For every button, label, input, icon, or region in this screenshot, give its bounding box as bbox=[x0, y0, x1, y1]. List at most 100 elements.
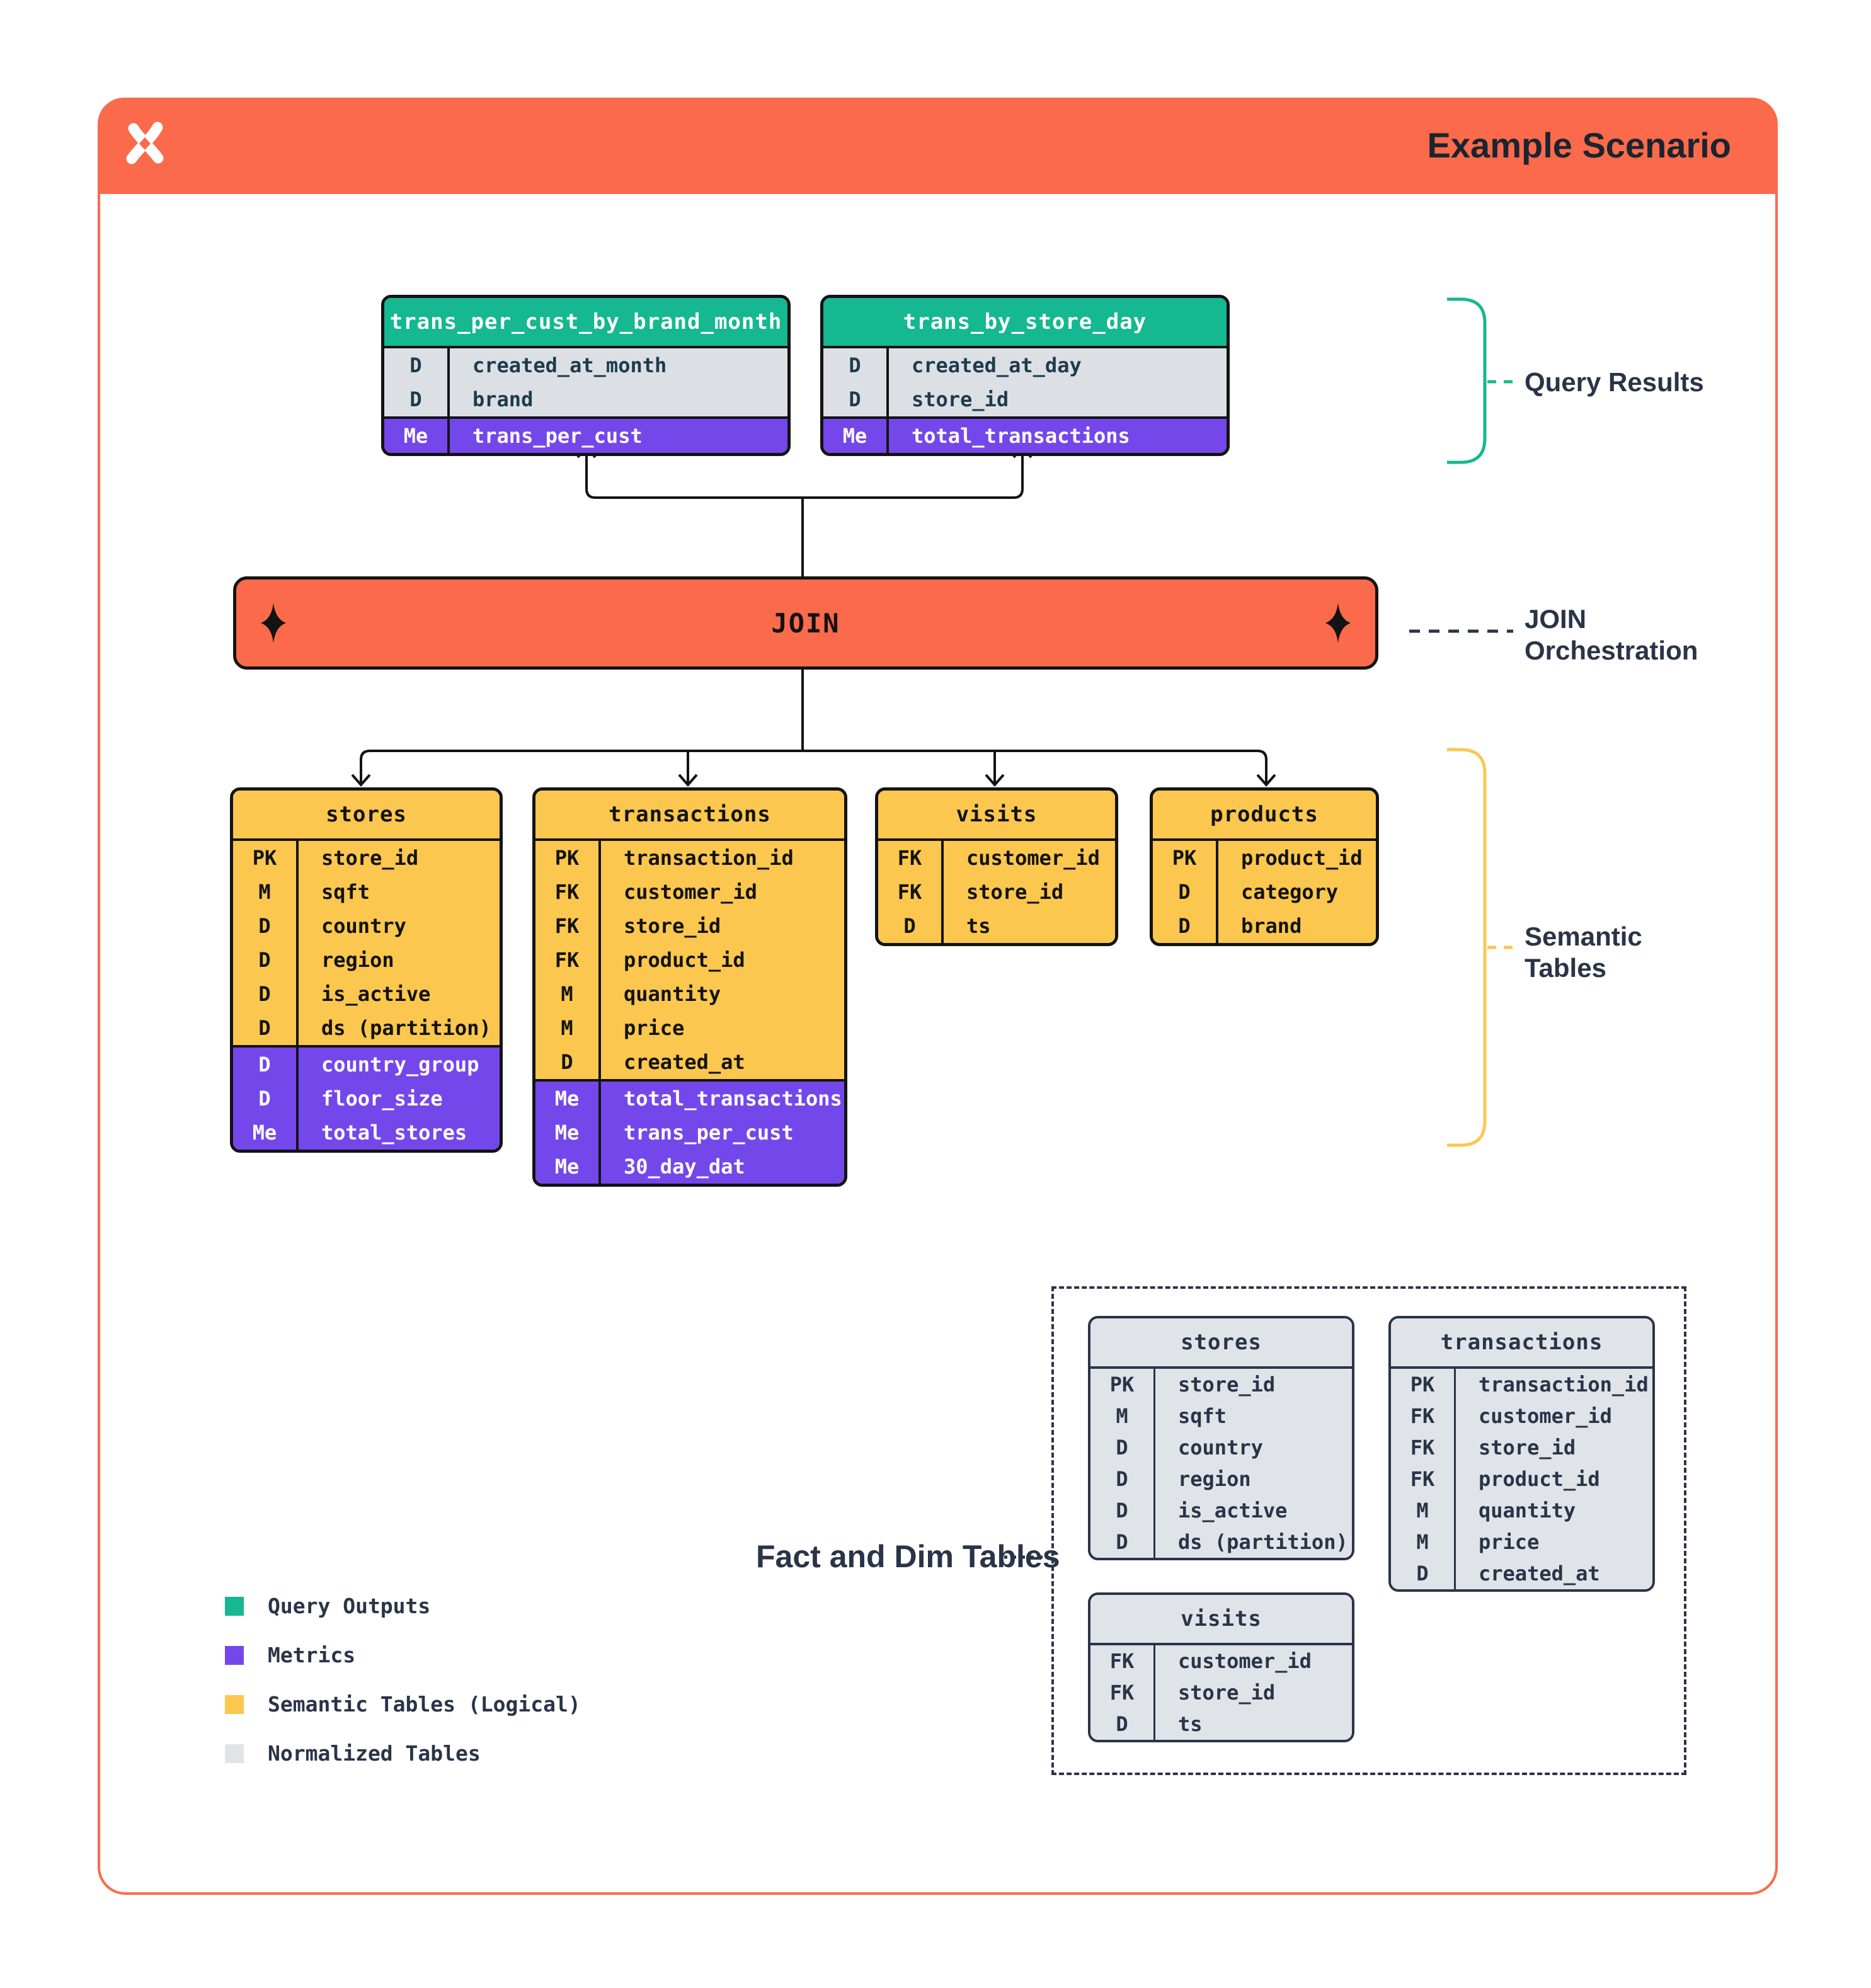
row-key: D bbox=[384, 348, 450, 382]
table-row: Me 30_day_dat bbox=[535, 1150, 844, 1184]
legend-label: Metrics bbox=[268, 1643, 356, 1667]
join-bar: JOIN bbox=[233, 576, 1378, 670]
row-field: product_id bbox=[1479, 1467, 1600, 1491]
row-key: D bbox=[1090, 1432, 1155, 1463]
arrowhead-down-icon bbox=[351, 774, 371, 787]
row-field: store_id bbox=[624, 914, 721, 938]
row-key: Me bbox=[823, 419, 889, 453]
legend-item: Query Outputs bbox=[225, 1594, 581, 1618]
table-row: FK store_id bbox=[878, 875, 1115, 909]
row-key: FK bbox=[878, 841, 944, 875]
sparkle-diamond-icon bbox=[1325, 603, 1351, 643]
row-field: store_id bbox=[1479, 1436, 1576, 1460]
row-key: M bbox=[535, 977, 601, 1011]
legend-yellow-swatch-icon bbox=[225, 1694, 244, 1714]
label-join-orchestration: JOIN Orchestration bbox=[1525, 604, 1698, 665]
row-field: ts bbox=[1178, 1712, 1203, 1736]
arrowhead-down-icon bbox=[678, 774, 698, 787]
header-bar bbox=[98, 98, 1778, 194]
row-key: D bbox=[384, 382, 450, 416]
row-field: transaction_id bbox=[624, 846, 794, 870]
row-field: product_id bbox=[1241, 846, 1363, 870]
row-field: country bbox=[321, 914, 406, 938]
page-title: Example Scenario bbox=[1427, 125, 1731, 165]
row-field: customer_id bbox=[1479, 1404, 1612, 1428]
legend-label: Semantic Tables (Logical) bbox=[268, 1692, 581, 1717]
row-key: Me bbox=[535, 1116, 601, 1150]
legend-gray-swatch-icon bbox=[225, 1744, 244, 1763]
row-field: sqft bbox=[321, 880, 370, 904]
row-field: customer_id bbox=[966, 846, 1100, 870]
row-field: ds (partition) bbox=[1178, 1530, 1348, 1554]
row-key: FK bbox=[878, 875, 944, 909]
table-title: stores bbox=[233, 791, 500, 841]
row-field: price bbox=[624, 1016, 685, 1040]
row-key: FK bbox=[1391, 1463, 1456, 1495]
row-key: M bbox=[1391, 1495, 1456, 1526]
row-key: FK bbox=[1090, 1645, 1155, 1677]
legend-item: Normalized Tables bbox=[225, 1741, 581, 1766]
row-field: region bbox=[321, 948, 394, 972]
row-field: price bbox=[1479, 1530, 1540, 1554]
table-row: FK store_id bbox=[1391, 1432, 1652, 1463]
row-key: M bbox=[233, 875, 299, 909]
row-field: 30_day_dat bbox=[624, 1155, 745, 1179]
row-field: created_at_month bbox=[472, 353, 667, 377]
row-key: FK bbox=[1391, 1432, 1456, 1463]
row-key: Me bbox=[535, 1150, 601, 1184]
query-results-bracket bbox=[1447, 297, 1487, 464]
legend-label: Query Outputs bbox=[268, 1594, 431, 1618]
x-pinwheel-logo-icon bbox=[126, 122, 164, 164]
row-key: PK bbox=[1391, 1369, 1456, 1400]
arrowhead-down-icon bbox=[985, 774, 1005, 787]
row-field: brand bbox=[472, 387, 534, 411]
label-semantic-tables: Semantic Tables bbox=[1525, 922, 1642, 983]
row-field: customer_id bbox=[624, 880, 757, 904]
row-field: sqft bbox=[1178, 1404, 1227, 1428]
row-field: country bbox=[1178, 1436, 1263, 1460]
row-key: D bbox=[1090, 1463, 1155, 1495]
row-key: D bbox=[823, 348, 889, 382]
row-field: store_id bbox=[966, 880, 1064, 904]
row-key: M bbox=[535, 1011, 601, 1045]
row-key: M bbox=[1391, 1526, 1456, 1558]
logo-center-diamond bbox=[139, 137, 151, 150]
table-title: visits bbox=[1090, 1595, 1352, 1645]
row-key: FK bbox=[1090, 1677, 1155, 1708]
row-field: store_id bbox=[1178, 1373, 1276, 1397]
row-key: D bbox=[1090, 1526, 1155, 1558]
row-field: created_at_day bbox=[912, 353, 1082, 377]
